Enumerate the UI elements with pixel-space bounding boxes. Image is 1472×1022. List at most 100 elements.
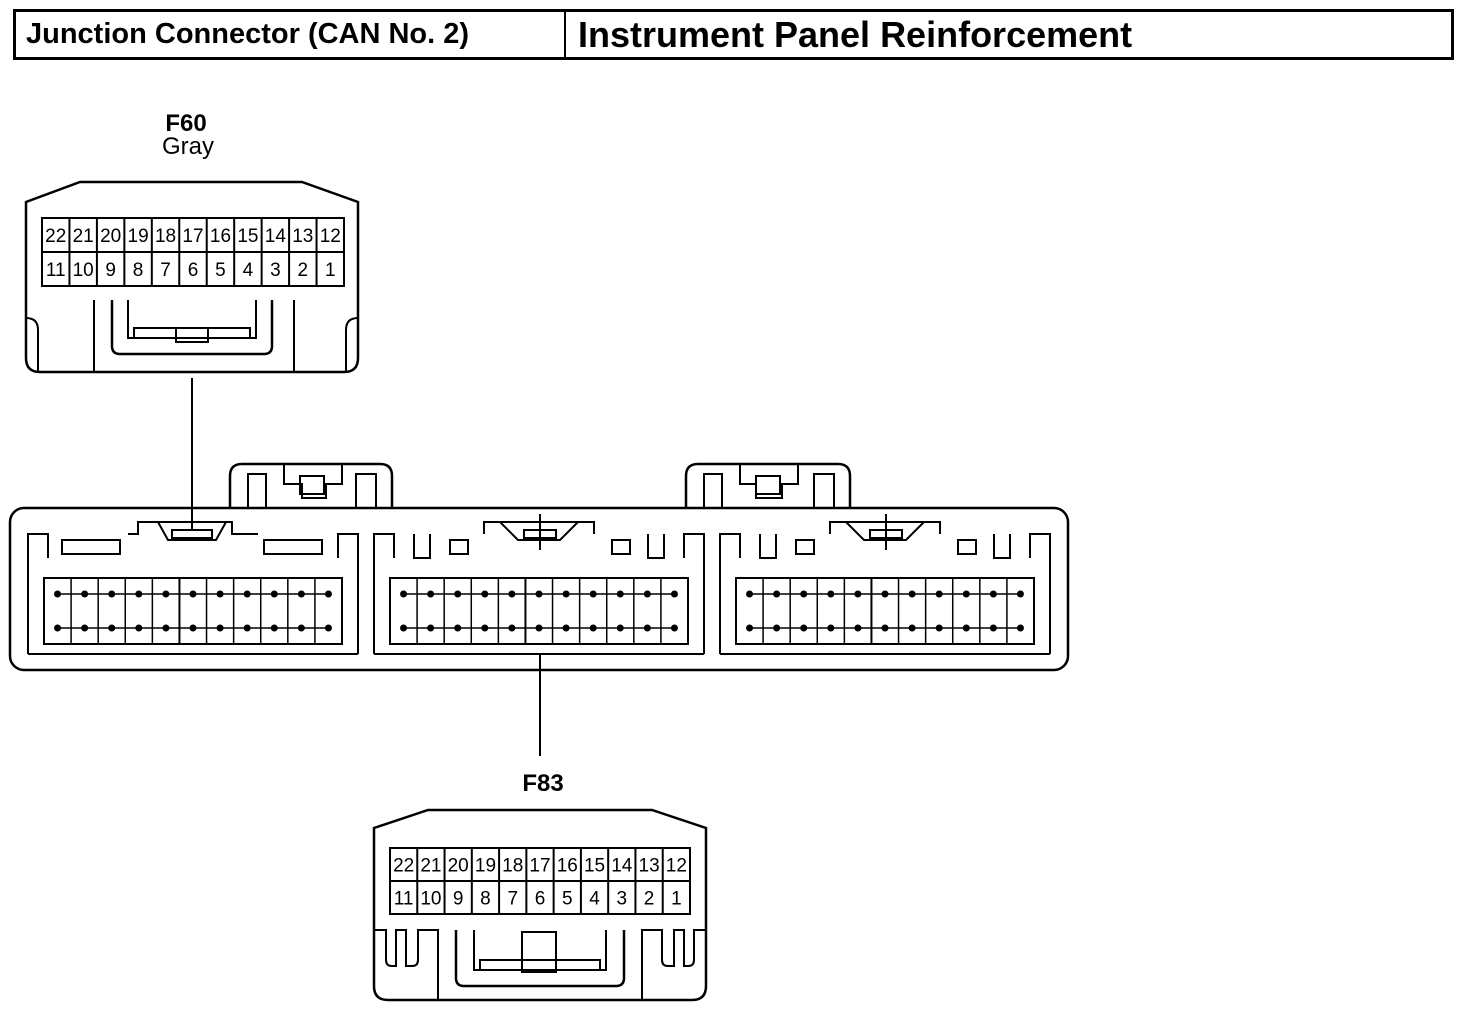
block-tab-left — [228, 462, 394, 508]
terminal-pin — [935, 590, 943, 598]
pin-label: 22 — [393, 856, 414, 877]
terminal-pin — [216, 590, 224, 598]
pin-label: 5 — [562, 889, 573, 910]
pin-label: 11 — [46, 260, 66, 281]
pin-label: 6 — [535, 889, 546, 910]
terminal-pin — [324, 590, 332, 598]
pin-label: 12 — [320, 226, 341, 247]
terminal-pin — [454, 624, 462, 632]
connector-name: Junction Connector (CAN No. 2) — [26, 18, 470, 50]
pin-label: 16 — [557, 856, 578, 877]
pin-label: 10 — [73, 260, 94, 281]
pin-label: 9 — [453, 889, 464, 910]
connector-f60-body — [24, 180, 360, 374]
terminal-pin — [162, 624, 170, 632]
pin-label: 15 — [584, 856, 605, 877]
terminal-pin — [746, 590, 754, 598]
block-tab-right — [684, 462, 852, 508]
terminal-pin — [827, 624, 835, 632]
pin-label: 19 — [128, 226, 149, 247]
pin-label: 18 — [502, 856, 523, 877]
pin-label: 15 — [237, 226, 258, 247]
connector-f60-code: F60 — [165, 110, 206, 137]
terminal-pin — [800, 590, 808, 598]
terminal-pin — [827, 590, 835, 598]
block-section — [27, 521, 359, 655]
pin-label: 8 — [133, 260, 144, 281]
terminal-pin — [454, 590, 462, 598]
terminal-pin — [535, 624, 543, 632]
terminal-pin — [773, 590, 781, 598]
terminal-pin — [908, 590, 916, 598]
terminal-pin — [481, 624, 489, 632]
pin-label: 14 — [265, 226, 287, 247]
terminal-pin — [54, 590, 62, 598]
terminal-pin — [427, 624, 435, 632]
pin-label: 19 — [475, 856, 496, 877]
connector-f60-color: Gray — [162, 133, 214, 160]
pin-label: 21 — [73, 226, 94, 247]
header-left-cell: Junction Connector (CAN No. 2) — [16, 12, 566, 57]
pin-label: 4 — [589, 889, 600, 910]
terminal-pin — [135, 624, 143, 632]
terminal-pin — [162, 590, 170, 598]
pin-label: 16 — [210, 226, 231, 247]
terminal-pin — [508, 624, 516, 632]
terminal-pin — [108, 590, 116, 598]
pin-label: 17 — [182, 226, 203, 247]
terminal-pin — [270, 624, 278, 632]
terminal-pin — [324, 624, 332, 632]
terminal-pin — [962, 590, 970, 598]
header-right-cell: Instrument Panel Reinforcement — [566, 12, 1451, 57]
terminal-pin — [400, 624, 408, 632]
terminal-pin — [216, 624, 224, 632]
terminal-pin — [589, 624, 597, 632]
pin-label: 21 — [420, 856, 441, 877]
pin-label: 6 — [188, 260, 199, 281]
terminal-pin — [270, 590, 278, 598]
terminal-pin — [616, 624, 624, 632]
terminal-pin — [297, 590, 305, 598]
header-table: Junction Connector (CAN No. 2) Instrumen… — [13, 9, 1454, 60]
pin-label: 7 — [160, 260, 171, 281]
terminal-pin — [989, 590, 997, 598]
connector-f83-code: F83 — [522, 770, 563, 797]
pin-label: 13 — [639, 856, 660, 877]
block-sections — [27, 514, 1051, 655]
pin-label: 20 — [100, 226, 121, 247]
pin-label: 10 — [420, 889, 441, 910]
terminal-pin — [297, 624, 305, 632]
pin-label: 3 — [617, 889, 628, 910]
terminal-pin — [670, 590, 678, 598]
terminal-pin — [508, 590, 516, 598]
terminal-pin — [854, 590, 862, 598]
pin-label: 1 — [671, 889, 682, 910]
terminal-pin — [562, 590, 570, 598]
pin-label: 5 — [215, 260, 226, 281]
terminal-pin — [881, 590, 889, 598]
terminal-pin — [108, 624, 116, 632]
pin-label: 2 — [644, 889, 655, 910]
terminal-pin — [81, 624, 89, 632]
block-section — [373, 514, 705, 655]
terminal-pin — [989, 624, 997, 632]
pin-label: 17 — [529, 856, 550, 877]
pin-label: 11 — [394, 889, 414, 910]
terminal-pin — [535, 590, 543, 598]
terminal-pin — [746, 624, 754, 632]
terminal-pin — [243, 624, 251, 632]
terminal-pin — [643, 624, 651, 632]
block-section — [719, 514, 1051, 655]
connector-f83-body — [372, 808, 708, 1002]
pin-label: 9 — [105, 260, 116, 281]
terminal-pin — [616, 590, 624, 598]
terminal-pin — [81, 590, 89, 598]
pin-label: 3 — [270, 260, 281, 281]
terminal-pin — [935, 624, 943, 632]
terminal-pin — [400, 590, 408, 598]
terminal-pin — [908, 624, 916, 632]
pin-label: 2 — [298, 260, 309, 281]
pin-label: 7 — [507, 889, 518, 910]
